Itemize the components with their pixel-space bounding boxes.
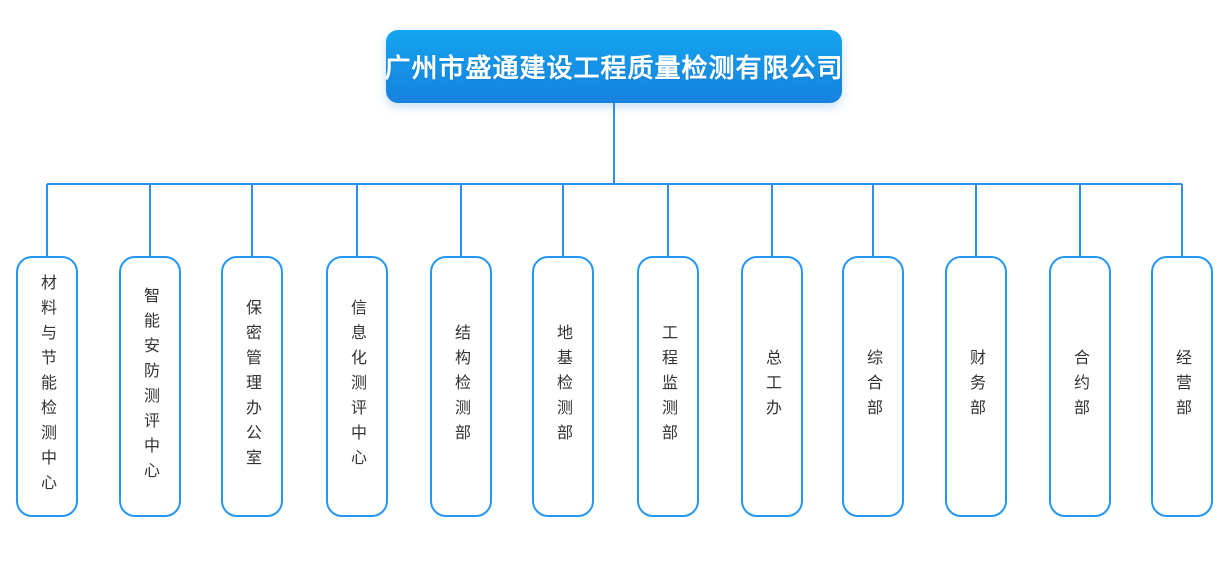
department-label: 材料与节能检测中心 bbox=[38, 274, 57, 499]
department-label: 结构检测部 bbox=[452, 324, 471, 449]
department-node-finance-department: 财务部 bbox=[945, 256, 1007, 517]
department-node-engineering-monitoring: 工程监测部 bbox=[637, 256, 699, 517]
department-node-foundation-testing: 地基检测部 bbox=[532, 256, 594, 517]
department-label: 工程监测部 bbox=[659, 324, 678, 449]
company-name-label: 广州市盛通建设工程质量检测有限公司 bbox=[384, 54, 844, 84]
department-node-contract-department: 合约部 bbox=[1049, 256, 1111, 517]
department-label: 财务部 bbox=[967, 349, 986, 424]
department-label: 综合部 bbox=[864, 349, 883, 424]
department-label: 合约部 bbox=[1071, 349, 1090, 424]
department-label: 地基检测部 bbox=[554, 324, 573, 449]
department-node-informatization-evaluation-center: 信息化测评中心 bbox=[326, 256, 388, 517]
department-node-structure-testing: 结构检测部 bbox=[430, 256, 492, 517]
department-label: 保密管理办公室 bbox=[243, 299, 262, 474]
org-root-node-company: 广州市盛通建设工程质量检测有限公司 bbox=[384, 30, 844, 103]
department-node-confidentiality-management-office: 保密管理办公室 bbox=[221, 256, 283, 517]
department-node-smart-security-evaluation-center: 智能安防测评中心 bbox=[119, 256, 181, 517]
department-node-chief-engineer-office: 总工办 bbox=[741, 256, 803, 517]
department-label: 信息化测评中心 bbox=[348, 299, 367, 474]
department-label: 总工办 bbox=[763, 349, 782, 424]
department-label: 智能安防测评中心 bbox=[141, 286, 160, 487]
department-node-business-department: 经营部 bbox=[1151, 256, 1213, 517]
department-node-general-department: 综合部 bbox=[842, 256, 904, 517]
department-node-materials-energy-testing-center: 材料与节能检测中心 bbox=[16, 256, 78, 517]
department-label: 经营部 bbox=[1173, 349, 1192, 424]
